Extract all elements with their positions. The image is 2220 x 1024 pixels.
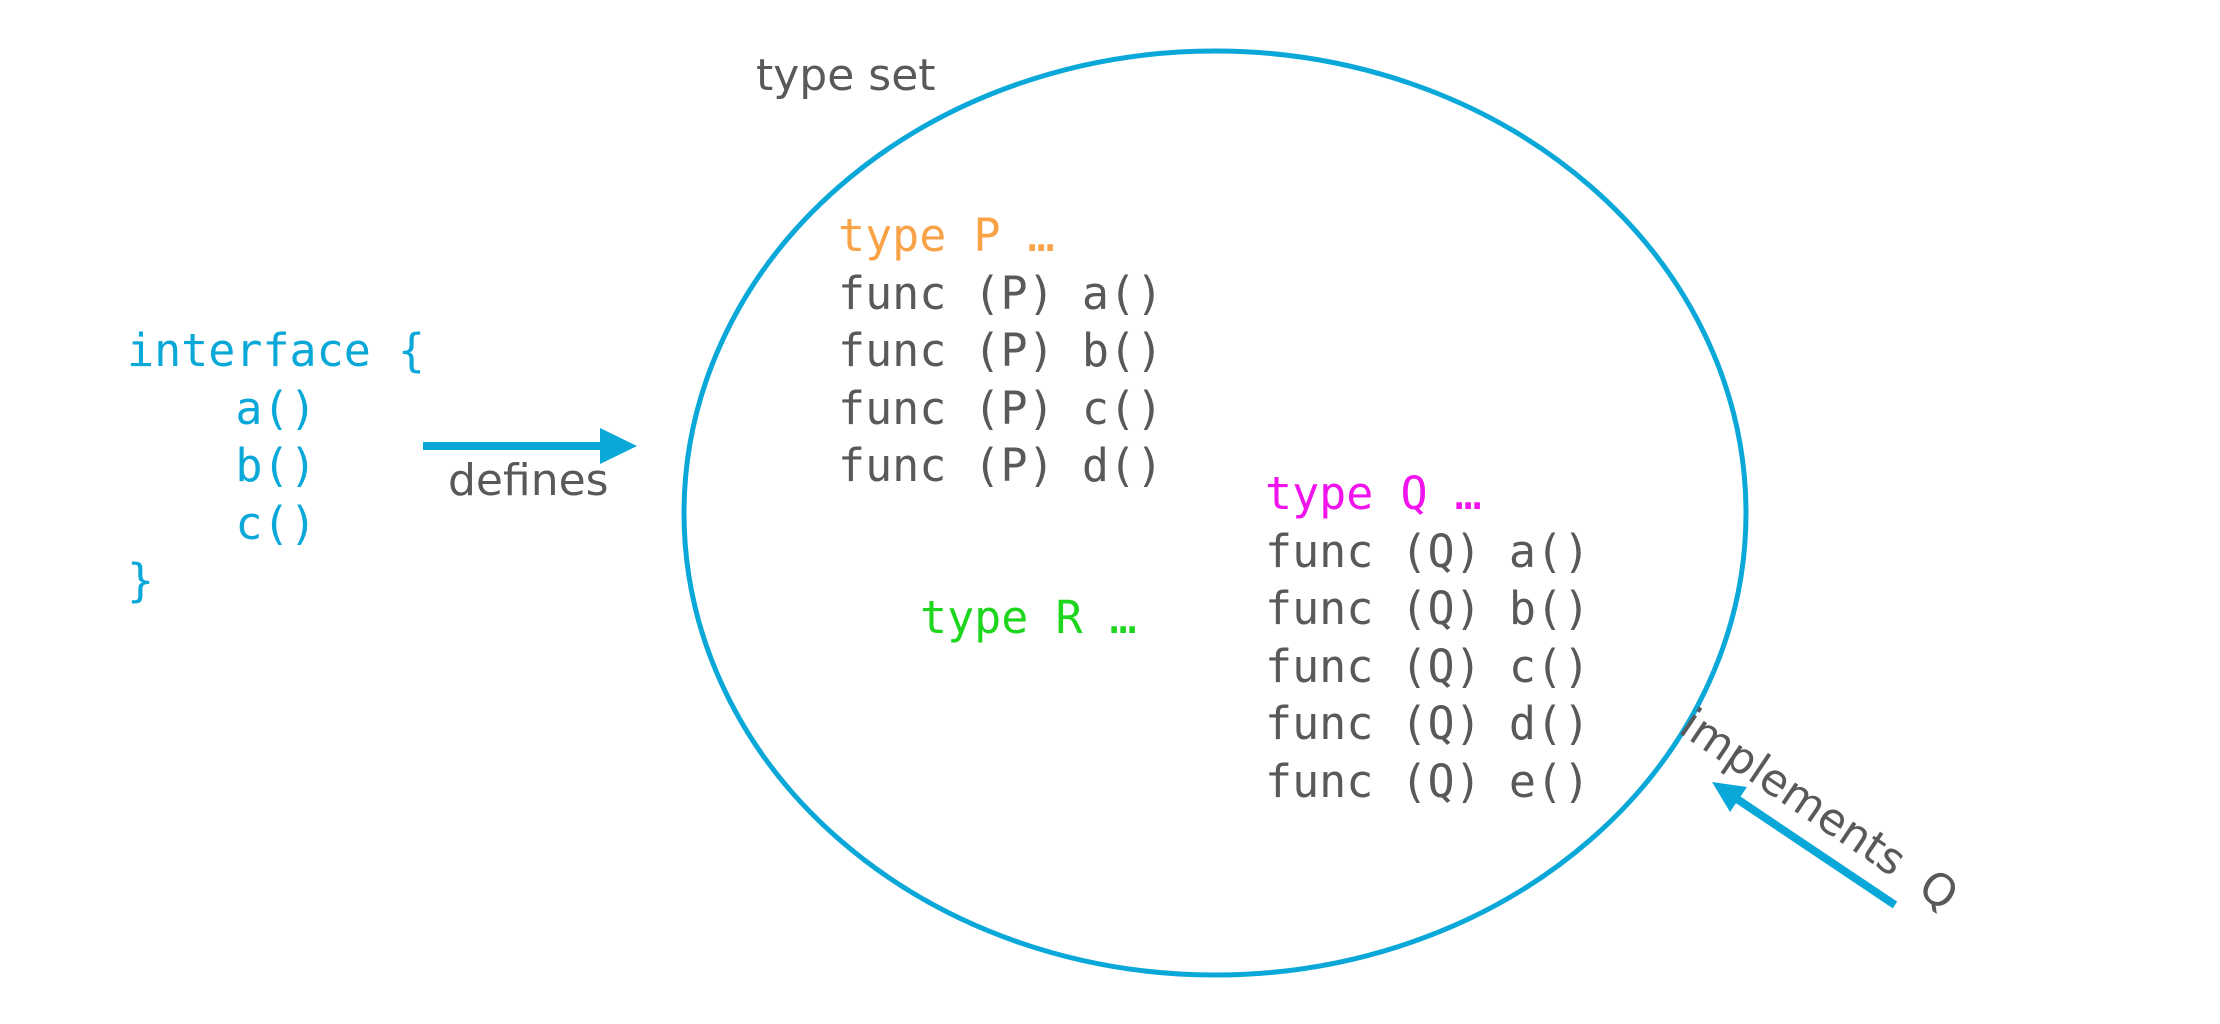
type-p-method: func (P) b() (838, 324, 1164, 377)
code-line: interface { (127, 324, 426, 377)
type-set-label: type set (756, 50, 936, 101)
type-p-method: func (P) c() (838, 381, 1164, 435)
type-r-label: type R … (920, 591, 1137, 644)
code-line: } (127, 554, 155, 607)
implements-arrow (1712, 782, 1898, 909)
type-q-method: func (Q) e() (1265, 754, 1591, 808)
type-set-circle (681, 48, 1749, 978)
code-line: b() (127, 439, 317, 492)
type-p-header: type P … (838, 209, 1055, 262)
type-p-method: func (P) a() (838, 266, 1164, 320)
type-q-header: type Q … (1265, 467, 1482, 520)
type-q-method: func (Q) d() (1265, 697, 1591, 750)
type-q-block: type Q …func (Q) a()func (Q) b()func (Q)… (1265, 465, 1590, 810)
type-p-method: func (P) d() (838, 439, 1164, 492)
code-line: c() (127, 496, 317, 550)
code-line: a() (127, 381, 317, 435)
interface-code: interface { a() b() c()} (127, 322, 425, 610)
defines-arrow (423, 428, 637, 464)
type-q-method: func (Q) b() (1265, 582, 1591, 635)
type-q-method: func (Q) a() (1265, 524, 1591, 578)
defines-label: defines (448, 455, 609, 506)
type-q-method: func (Q) c() (1265, 639, 1591, 693)
type-p-block: type P …func (P) a()func (P) b()func (P)… (838, 207, 1163, 495)
